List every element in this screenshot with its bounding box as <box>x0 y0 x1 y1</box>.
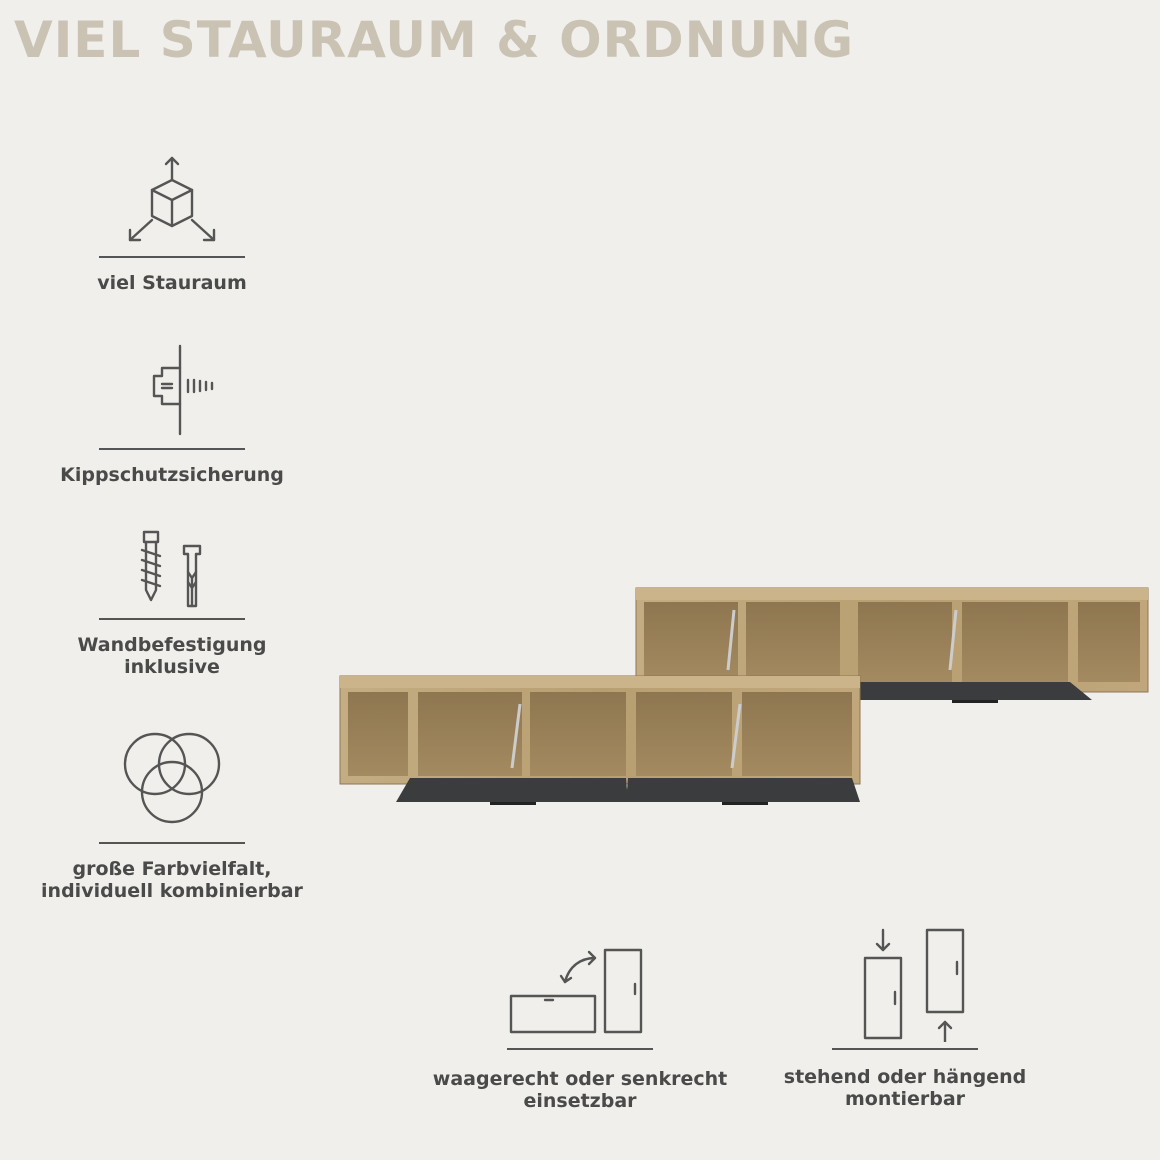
feature-color-variety: große Farbvielfalt, individuell kombinie… <box>22 730 322 902</box>
feature-divider <box>99 448 245 450</box>
feature-wall-mounting: Wandbefestigung inklusive <box>22 528 322 678</box>
product-shelf-illustration <box>339 587 1149 805</box>
storage-cube-icon <box>128 156 216 242</box>
feature-tip-protection: Kippschutzsicherung <box>22 340 322 486</box>
feature-divider <box>99 618 245 620</box>
feature-label-line2: einsetzbar <box>523 1090 637 1112</box>
feature-label-line1: Wandbefestigung <box>77 634 267 656</box>
feature-label-line2: inklusive <box>124 656 220 678</box>
wall-mounting-icon <box>140 530 202 608</box>
feature-label-line2: montierbar <box>844 1088 966 1110</box>
feature-label-line2: individuell kombinierbar <box>41 880 303 902</box>
feature-label: stehend oder hängend montierbar <box>735 1066 1075 1110</box>
feature-label-line1: waagerecht oder senkrecht <box>432 1068 728 1090</box>
feature-storage: viel Stauraum <box>22 150 322 294</box>
feature-label-line1: stehend oder hängend <box>783 1066 1027 1088</box>
lower-shelf-unit <box>339 675 861 805</box>
standing-hanging-icon <box>863 928 965 1044</box>
feature-label: waagerecht oder senkrecht einsetzbar <box>410 1068 750 1112</box>
feature-divider <box>99 842 245 844</box>
feature-divider <box>507 1048 653 1050</box>
feature-label: große Farbvielfalt, individuell kombinie… <box>22 858 322 902</box>
color-variety-icon <box>123 732 221 824</box>
page-title: VIEL STAURAUM & ORDNUNG <box>14 11 854 69</box>
feature-orientation: waagerecht oder senkrecht einsetzbar <box>410 944 750 1112</box>
upper-shelf-unit <box>630 587 1149 703</box>
feature-standing-hanging: stehend oder hängend montierbar <box>735 922 1075 1110</box>
feature-label: Kippschutzsicherung <box>60 464 284 486</box>
feature-divider <box>832 1048 978 1050</box>
feature-label: Wandbefestigung inklusive <box>22 634 322 678</box>
tip-over-protection-icon <box>152 344 214 436</box>
feature-label-line1: große Farbvielfalt, <box>72 858 272 880</box>
feature-divider <box>99 256 245 258</box>
orientation-icon <box>509 948 643 1034</box>
feature-label: viel Stauraum <box>97 272 247 294</box>
